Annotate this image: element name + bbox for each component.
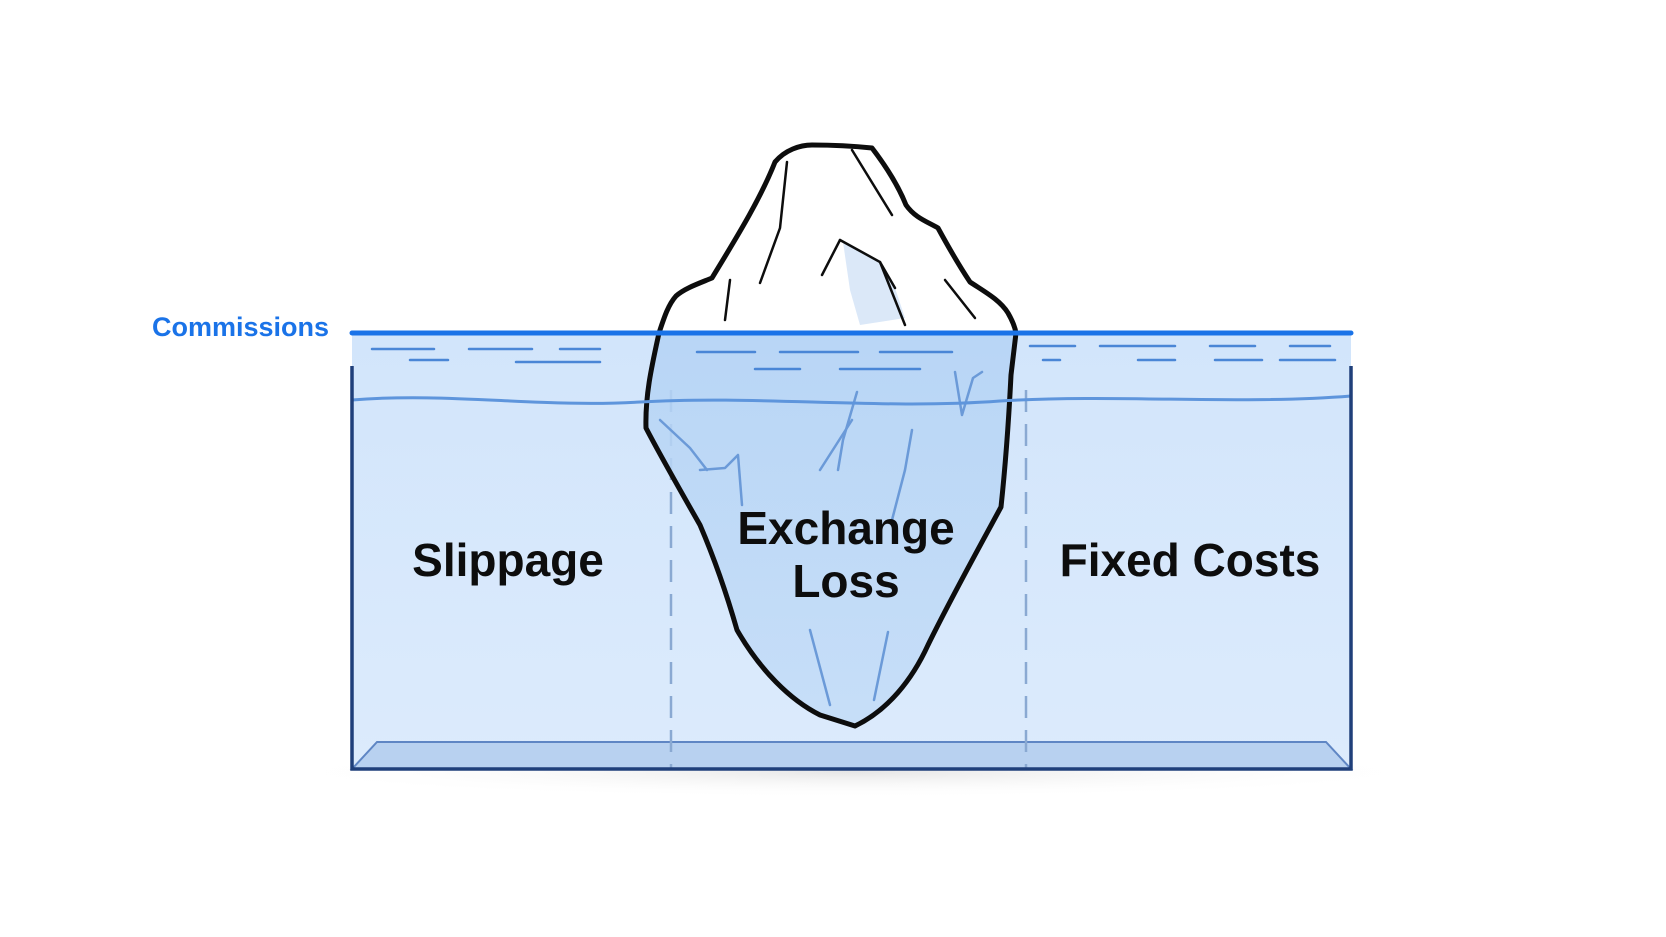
iceberg-facets-tip: [723, 148, 977, 327]
iceberg-tip-shade: [843, 242, 905, 325]
water-ripples: [370, 344, 1337, 371]
iceberg-underwater: [643, 330, 1019, 729]
tank-floor: [349, 741, 1354, 770]
water-wave-line: [351, 394, 1352, 406]
exchange-loss-label-line1: Exchange: [737, 502, 954, 554]
fixed-costs-label: Fixed Costs: [1060, 534, 1321, 586]
slippage-label: Slippage: [412, 534, 604, 586]
iceberg-tip: [656, 142, 1019, 336]
tank-outline: [350, 366, 1353, 771]
exchange-loss-label-line2: Loss: [792, 555, 899, 607]
commissions-label: Commissions: [152, 312, 329, 342]
iceberg-facets-underwater: [658, 370, 984, 707]
